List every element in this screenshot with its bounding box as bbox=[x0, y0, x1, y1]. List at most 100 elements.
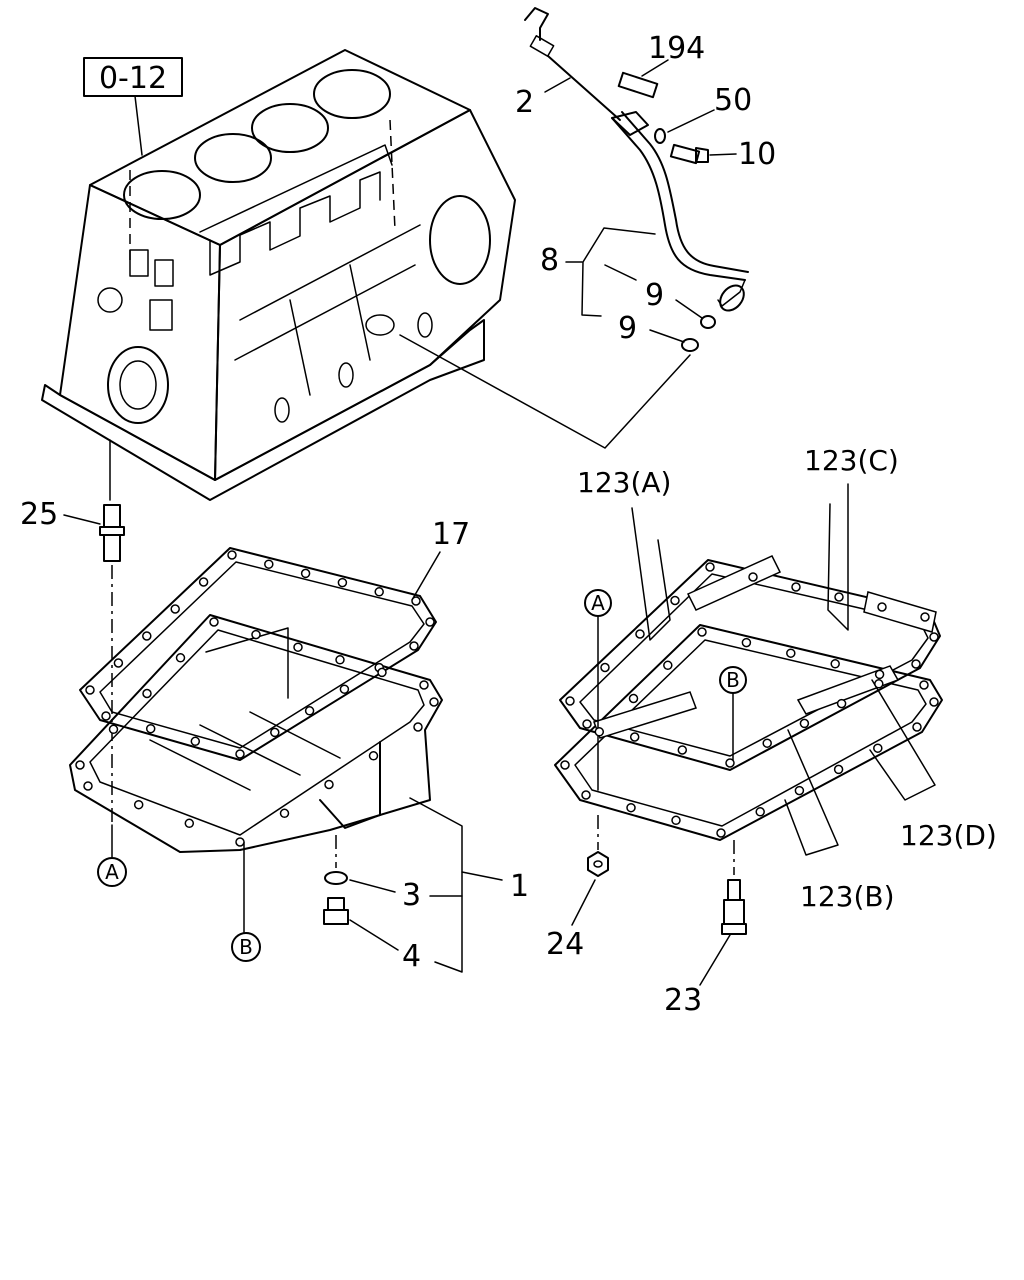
bolt-hole bbox=[929, 632, 939, 642]
reference-box bbox=[83, 57, 183, 97]
bolt-hole bbox=[145, 723, 156, 734]
bolt-hole bbox=[833, 764, 844, 775]
bolt-hole bbox=[190, 736, 201, 747]
cylinder-bore-2 bbox=[194, 133, 272, 183]
tube-bracket bbox=[611, 111, 649, 136]
bolt-b-body bbox=[723, 899, 745, 925]
bolt-hole bbox=[929, 697, 939, 707]
stud-leader bbox=[63, 514, 101, 525]
water-jacket-rim bbox=[199, 144, 393, 233]
side-drain-1 bbox=[274, 397, 290, 423]
bolt-hole bbox=[142, 631, 152, 641]
bolt-hole bbox=[600, 662, 610, 673]
seal-d-leader bbox=[869, 679, 936, 801]
bolt-hole bbox=[919, 680, 929, 690]
tube-bracket-leader bbox=[581, 227, 656, 317]
bolt-b-head bbox=[721, 923, 747, 935]
bolt-hole bbox=[725, 758, 735, 768]
right-pan-flange bbox=[554, 624, 943, 841]
bolt-hole bbox=[300, 568, 311, 579]
label-drain-plug: 4 bbox=[402, 939, 421, 974]
front-port bbox=[97, 287, 123, 313]
bolt-hole bbox=[912, 722, 922, 732]
left-oil-pan-group: 25 17 A B 3 4 1 bbox=[20, 439, 529, 974]
oring-lower-part bbox=[681, 338, 699, 352]
water-jacket bbox=[209, 171, 381, 276]
dipstick-grip bbox=[529, 35, 555, 57]
side-rib-1 bbox=[239, 224, 421, 321]
oil-pan-sump bbox=[319, 741, 381, 829]
label-bolt-b: 23 bbox=[664, 983, 702, 1018]
bolt-hole bbox=[626, 802, 636, 813]
bolt-hole bbox=[419, 680, 429, 690]
label-oring-upper: 9 bbox=[645, 278, 664, 313]
marker-b-left bbox=[231, 932, 261, 962]
label-clip: 194 bbox=[648, 31, 705, 66]
bolt-leader bbox=[709, 153, 737, 156]
oring-upper-leader-a bbox=[604, 264, 637, 281]
bolt-hole bbox=[209, 617, 219, 627]
bolt-hole bbox=[671, 815, 681, 826]
label-dipstick: 2 bbox=[515, 85, 534, 120]
tube-end-detail bbox=[717, 279, 746, 307]
label-nut: 24 bbox=[546, 927, 584, 962]
bolt-hole bbox=[874, 669, 885, 680]
bolt-hole bbox=[113, 658, 124, 668]
side-drain-3 bbox=[417, 312, 433, 338]
bolt-holes bbox=[75, 550, 939, 847]
oring-lower-leader bbox=[649, 329, 685, 343]
oring-leader bbox=[399, 334, 691, 449]
label-bolt: 10 bbox=[738, 137, 776, 172]
bolt-hole bbox=[786, 648, 796, 658]
bolt-hole bbox=[429, 697, 439, 707]
bolt-shank bbox=[669, 143, 701, 165]
pan-rib-2 bbox=[199, 724, 301, 776]
bolt-hole bbox=[175, 653, 186, 663]
bolt-hole bbox=[270, 727, 280, 738]
label-seal-c: 123(C) bbox=[804, 444, 899, 477]
bolt-hole bbox=[304, 706, 315, 716]
cylinder-bore-4 bbox=[313, 69, 391, 119]
marker-b-right-text: B bbox=[726, 668, 740, 692]
bolt-hole bbox=[582, 719, 592, 729]
seal-pad-c bbox=[863, 591, 937, 633]
reference-leader bbox=[134, 95, 143, 156]
dipstick-rod bbox=[547, 55, 621, 121]
guide-tube-outer bbox=[611, 117, 746, 281]
bolt-hole bbox=[374, 587, 384, 597]
gasket-leader bbox=[411, 551, 441, 601]
bolt-hole bbox=[411, 596, 421, 606]
bolt-hole bbox=[836, 698, 847, 709]
stud-body bbox=[103, 534, 121, 562]
oil-pan-leader bbox=[461, 871, 503, 881]
side-rib-2 bbox=[234, 264, 416, 361]
label-washer: 50 bbox=[714, 83, 752, 118]
side-drain-2 bbox=[338, 362, 354, 388]
bolt-hole bbox=[377, 667, 387, 678]
bolt-hole bbox=[133, 799, 144, 810]
bolt-hole bbox=[697, 627, 707, 637]
marker-a-right-text: A bbox=[591, 591, 605, 615]
pan-rib-3 bbox=[249, 711, 341, 759]
bolt-hole bbox=[235, 837, 245, 847]
label-seal-d: 123(D) bbox=[900, 819, 997, 852]
drain-plug-head bbox=[323, 909, 349, 925]
bolt-b-leader bbox=[699, 934, 731, 986]
bolt-hole bbox=[741, 637, 752, 648]
pan-rib-1 bbox=[149, 739, 251, 791]
front-bearing-boss bbox=[107, 346, 169, 424]
stud-collar bbox=[99, 526, 125, 536]
oil-pan-inner-flange bbox=[89, 629, 425, 836]
bolt-hole bbox=[629, 732, 640, 742]
bolt-hole bbox=[108, 724, 119, 735]
bolt-hole bbox=[227, 550, 237, 560]
label-gasket: 17 bbox=[432, 517, 470, 552]
oil-pan-flange bbox=[69, 614, 443, 853]
bolt-hole bbox=[677, 745, 688, 755]
label-oil-pan: 1 bbox=[510, 869, 529, 904]
seal-c-leader bbox=[827, 483, 849, 631]
bolt-hole bbox=[170, 604, 180, 614]
bolt-hole bbox=[663, 660, 673, 671]
sump-well bbox=[205, 627, 289, 699]
marker-b-left-text: B bbox=[239, 935, 253, 959]
